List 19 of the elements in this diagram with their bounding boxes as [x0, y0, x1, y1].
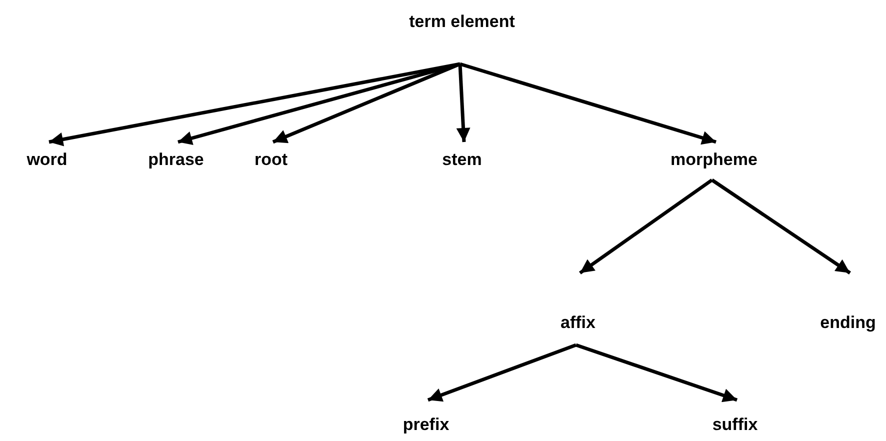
- arrow: [579, 178, 713, 274]
- node-label: suffix: [712, 415, 758, 435]
- node-label: term element: [409, 12, 515, 32]
- node-label: root: [254, 150, 288, 170]
- node-label: ending: [820, 313, 876, 333]
- arrow: [456, 64, 470, 142]
- arrow: [711, 178, 851, 274]
- node-label: phrase: [148, 150, 204, 170]
- arrow: [460, 62, 716, 145]
- node-label: affix: [560, 313, 596, 333]
- node-label: word: [26, 150, 68, 170]
- arrow: [427, 343, 577, 402]
- node-label: stem: [442, 150, 482, 170]
- node-label: prefix: [402, 415, 450, 435]
- node-label: morpheme: [670, 150, 758, 170]
- arrow: [48, 62, 460, 146]
- arrow: [178, 62, 460, 146]
- arrow: [575, 343, 738, 402]
- arrow: [272, 62, 461, 144]
